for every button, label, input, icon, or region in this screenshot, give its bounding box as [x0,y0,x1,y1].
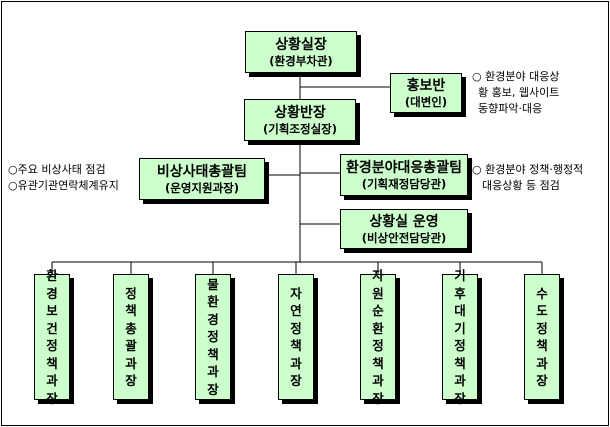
operation-box: 상황실 운영 (비상안전담당관) [340,209,468,249]
pr-note-line-2: 황 홍보, 웹사이트 [478,86,560,99]
department-name: 기 후 대 기 정 책 과 장 [454,268,466,406]
director-subtitle: (환경부차관) [269,53,333,68]
chief-title: 상황반장 [274,104,326,121]
chief-box: 상황반장 (기획조정실장) [244,99,356,141]
department-name: 정 책 총 괄 과 장 [125,285,137,389]
env-response-note-line-1: ○ 환경분야 정책·행정적 [472,163,584,176]
pr-box: 홍보반 (대변인) [390,73,462,113]
pr-note: ○ 환경분야 대응상 황 홍보, 웹사이트 동향파악·대응 [472,69,559,117]
bullet-icon: ○ [8,179,18,192]
emergency-note-item-2: ○유관기관연락체계유지 [8,179,119,192]
pr-title: 홍보반 [406,77,446,94]
department-name: 환 경 보 건 정 책 과 장 [46,268,58,406]
bullet-icon: ○ [8,163,18,176]
pr-note-line-3: 동향파악·대응 [478,102,543,115]
bullet-icon: ○ [472,70,482,83]
env-response-subtitle: (기획재정담당관) [361,176,447,191]
chief-subtitle: (기획조정실장) [263,121,337,136]
department-box: 환 경 보 건 정 책 과 장 [34,268,70,406]
department-box: 수 도 정 책 과 장 [524,274,560,400]
department-name: 물 환 경 정 책 과 장 [207,276,219,397]
env-response-note-line-2: 대응상황 등 점검 [482,179,560,192]
emergency-title: 비상사태총괄팀 [156,163,248,180]
emergency-box: 비상사태총괄팀 (운영지원과장) [139,158,265,200]
env-response-note: ○ 환경분야 정책·행정적 대응상황 등 점검 [472,162,583,194]
director-box: 상황실장 (환경부차관) [245,31,357,73]
department-name: 자 연 정 책 과 장 [290,285,302,389]
department-box: 정 책 총 괄 과 장 [113,274,149,400]
emergency-note-item-1: ○주요 비상사태 점검 [8,163,106,176]
emergency-subtitle: (운영지원과장) [165,180,239,195]
department-name: 수 도 정 책 과 장 [536,285,548,389]
env-response-box: 환경분야대응총괄팀 (기획재정담당관) [340,154,468,196]
operation-subtitle: (비상안전담당관) [361,230,447,245]
bullet-icon: ○ [472,163,482,176]
department-box: 물 환 경 정 책 과 장 [195,274,231,400]
operation-title: 상황실 운영 [369,213,439,230]
pr-note-line-1: ○ 환경분야 대응상 [472,70,560,83]
department-name: 자 원 순 환 정 책 과 장 [372,268,384,406]
department-box: 자 원 순 환 정 책 과 장 [360,268,396,406]
department-box: 기 후 대 기 정 책 과 장 [442,268,478,406]
department-box: 자 연 정 책 과 장 [278,274,314,400]
emergency-note: ○주요 비상사태 점검 ○유관기관연락체계유지 [8,162,119,194]
env-response-title: 환경분야대응총괄팀 [346,159,462,176]
pr-subtitle: (대변인) [404,94,448,109]
director-title: 상황실장 [275,36,327,53]
